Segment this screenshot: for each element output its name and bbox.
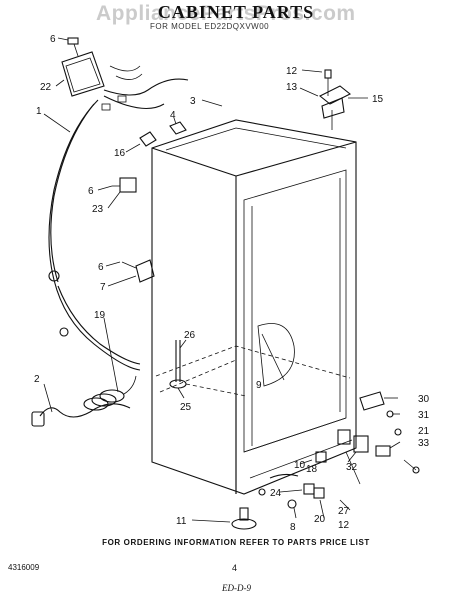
callout-9: 9	[256, 380, 262, 391]
callout-33: 33	[418, 438, 430, 449]
callout-2: 2	[34, 374, 40, 385]
callout-8: 8	[290, 522, 296, 533]
drain-tube	[169, 340, 247, 397]
callout-1: 1	[36, 106, 42, 117]
callout-labels: 6 22 1 16 4 3 12 13 15 6 23 6 7 19 26 25…	[34, 34, 430, 533]
right-side-parts	[337, 391, 420, 474]
diagram-code: ED-D-9	[222, 583, 251, 593]
callout-15: 15	[372, 94, 384, 105]
cabinet-shell	[151, 119, 357, 495]
leveling-leg	[191, 507, 257, 530]
callout-18: 18	[306, 464, 318, 475]
clip-16	[139, 121, 187, 147]
cabinet-liner	[243, 323, 353, 479]
control-panel-22	[61, 37, 105, 97]
callout-23: 23	[92, 204, 104, 215]
callout-10: 10	[294, 460, 306, 471]
page-title: CABINET PARTS	[157, 2, 315, 22]
callout-31: 31	[418, 410, 430, 421]
page-number: 4	[232, 563, 238, 573]
callout-7: 7	[100, 282, 106, 293]
callout-26: 26	[184, 330, 196, 341]
callout-4: 4	[170, 110, 176, 121]
callout-12-bottom: 12	[338, 520, 350, 531]
ordering-note: FOR ORDERING INFORMATION REFER TO PARTS …	[102, 538, 370, 547]
callout-6-top: 6	[50, 34, 56, 45]
callout-20: 20	[314, 514, 326, 525]
doc-number: 4316009	[8, 563, 40, 572]
callout-11: 11	[176, 516, 187, 527]
callout-13: 13	[286, 82, 298, 93]
power-cord	[31, 375, 137, 427]
bracket-23	[112, 177, 137, 193]
callout-32: 32	[346, 462, 358, 473]
lower-front-parts	[258, 451, 327, 509]
callout-30: 30	[418, 394, 430, 405]
callout-3: 3	[190, 96, 196, 107]
wire-harness	[48, 65, 189, 371]
callout-16: 16	[114, 148, 126, 159]
callout-19: 19	[94, 310, 106, 321]
top-hinge	[318, 69, 352, 130]
leader-lines	[43, 37, 401, 519]
callout-21: 21	[418, 426, 430, 437]
callout-25: 25	[180, 402, 192, 413]
callout-27: 27	[338, 506, 350, 517]
callout-22: 22	[40, 82, 52, 93]
callout-6-low: 6	[98, 262, 104, 273]
bracket-7	[121, 259, 155, 283]
callout-6-mid: 6	[88, 186, 94, 197]
callout-24: 24	[270, 488, 282, 499]
model-subtitle: FOR MODEL ED22DQXVW00	[150, 22, 270, 31]
callout-12-top: 12	[286, 66, 298, 77]
